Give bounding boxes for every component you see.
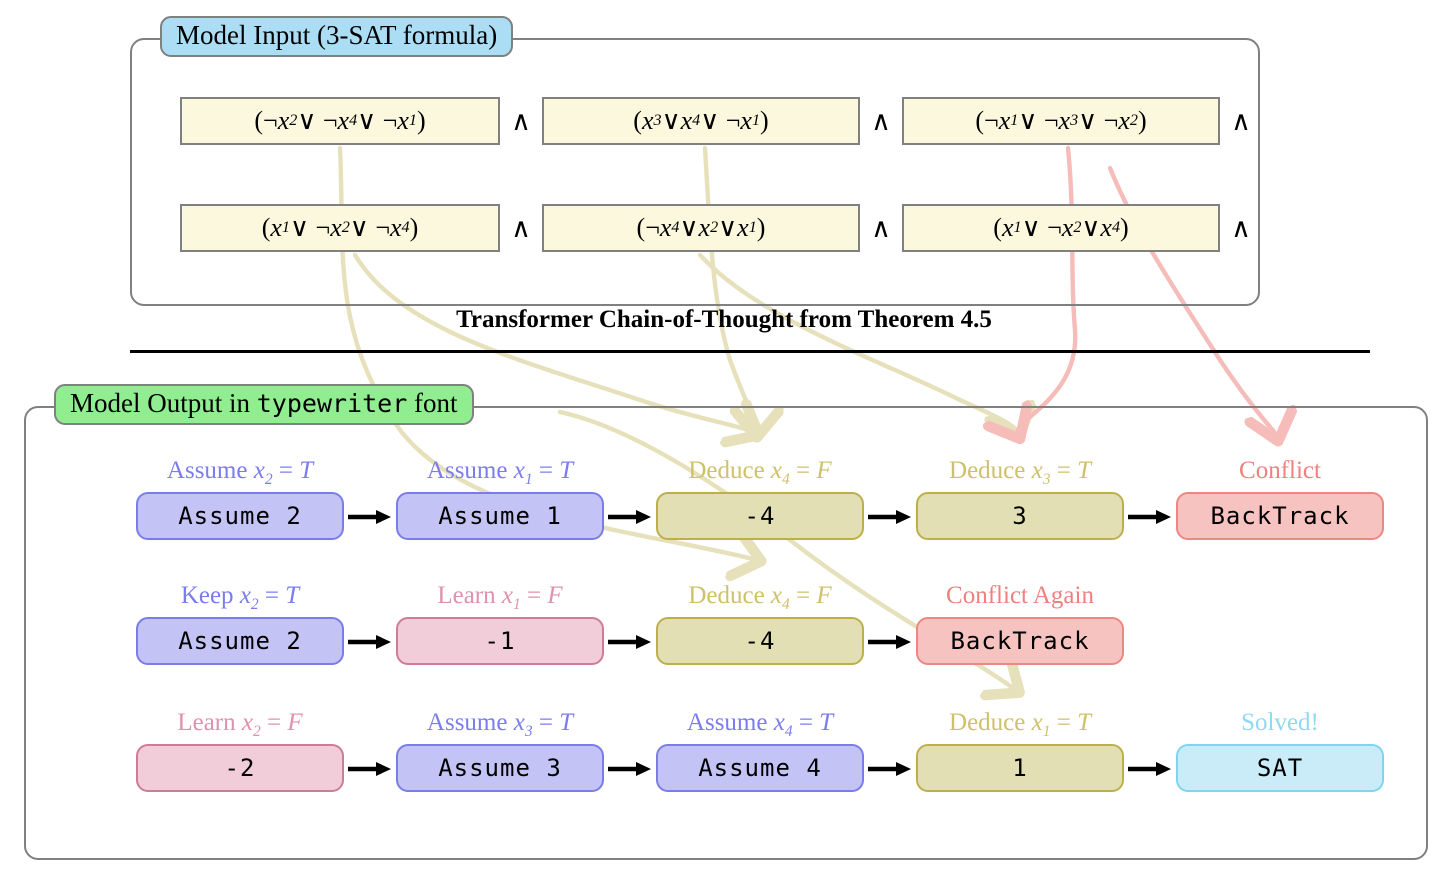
output-step-node[interactable]: -4 (656, 617, 864, 665)
model-input-tag-label: Model Input (3-SAT formula) (176, 20, 498, 50)
output-row-1: Assume x2 = T Assume 2 Assume x1 = T Assume… (0, 458, 1448, 550)
output-step-node[interactable]: Assume 2 (136, 492, 344, 540)
output-step-node[interactable]: -4 (656, 492, 864, 540)
center-title: Transformer Chain-of-Thought from Theore… (456, 306, 992, 333)
output-row-2: Keep x2 = T Assume 2 Learn x1 = F -1 Deduce … (0, 583, 1448, 675)
output-step-node[interactable]: 1 (916, 744, 1124, 792)
flow-arrow-icon (348, 633, 392, 651)
output-step-caption: Assume x1 = T (426, 457, 574, 488)
conjunction-symbol: ∧ (511, 105, 531, 136)
model-output-tag-mono: typewriter (256, 389, 408, 418)
model-output-tag-prefix: Model Output in (70, 388, 257, 418)
model-output-tag: Model Output in typewriter font (54, 384, 474, 426)
output-step-caption: Solved! (1241, 709, 1319, 736)
output-step-caption: Keep x2 = T (180, 582, 300, 613)
flow-arrow-icon (868, 633, 912, 651)
flow-arrow-icon (608, 633, 652, 651)
flow-arrow-icon (868, 760, 912, 778)
output-step-node[interactable]: Assume 4 (656, 744, 864, 792)
flow-arrow-icon (608, 760, 652, 778)
output-step-caption: Deduce x4 = F (688, 582, 832, 613)
output-step-caption: Conflict (1239, 457, 1321, 484)
output-step-node[interactable]: 3 (916, 492, 1124, 540)
conjunction-symbol: ∧ (1231, 212, 1251, 243)
output-step-node[interactable]: Assume 2 (136, 617, 344, 665)
conjunction-symbol: ∧ (1231, 105, 1251, 136)
output-step-caption: Deduce x4 = F (688, 457, 832, 488)
output-step-caption: Deduce x3 = T (949, 457, 1091, 488)
output-step-node[interactable]: BackTrack (916, 617, 1124, 665)
flow-arrow-icon (348, 760, 392, 778)
output-step-caption: Learn x2 = F (177, 709, 303, 740)
conjunction-symbol: ∧ (511, 212, 531, 243)
model-input-tag: Model Input (3-SAT formula) (160, 16, 514, 58)
output-step-node[interactable]: -2 (136, 744, 344, 792)
flow-arrow-icon (1128, 760, 1172, 778)
output-step-node[interactable]: SAT (1176, 744, 1384, 792)
output-step-node[interactable]: Assume 1 (396, 492, 604, 540)
flow-arrow-icon (1128, 508, 1172, 526)
horizontal-rule (130, 350, 1370, 353)
flow-arrow-icon (348, 508, 392, 526)
output-step-caption: Learn x1 = F (437, 582, 563, 613)
output-step-caption: Assume x3 = T (426, 709, 574, 740)
conjunction-symbol: ∧ (871, 212, 891, 243)
flow-arrow-icon (608, 508, 652, 526)
conjunction-symbol: ∧ (871, 105, 891, 136)
output-step-caption: Assume x4 = T (686, 709, 834, 740)
model-input-panel (130, 38, 1260, 306)
flow-arrow-icon (868, 508, 912, 526)
output-step-node[interactable]: Assume 3 (396, 744, 604, 792)
output-step-node[interactable]: -1 (396, 617, 604, 665)
output-step-caption: Conflict Again (946, 582, 1094, 609)
output-step-node[interactable]: BackTrack (1176, 492, 1384, 540)
output-step-caption: Assume x2 = T (166, 457, 314, 488)
output-row-3: Learn x2 = F -2 Assume x3 = T Assume 3 Assum… (0, 710, 1448, 802)
model-output-tag-suffix: font (407, 388, 458, 418)
output-step-caption: Deduce x1 = T (949, 709, 1091, 740)
